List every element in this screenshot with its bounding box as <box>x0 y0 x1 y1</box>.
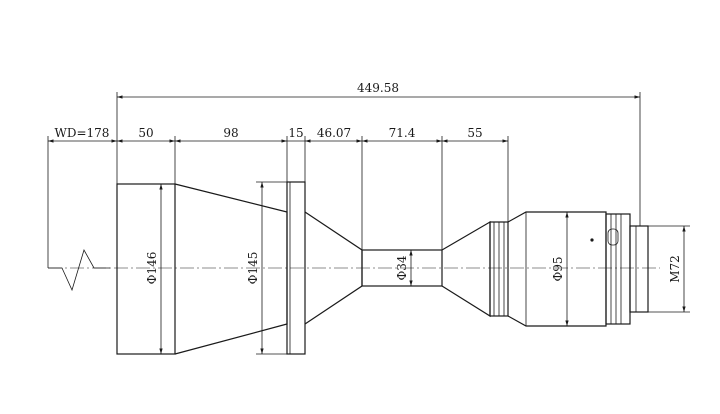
front-barrel <box>116 183 176 355</box>
front-taper <box>174 183 288 355</box>
break-symbol <box>48 248 110 292</box>
dim-wd-label: WD=178 <box>55 126 110 140</box>
dim-neck-dia-label: Φ34 <box>395 255 409 280</box>
index-mark <box>590 238 594 242</box>
dimension-lines <box>48 95 686 355</box>
dim-flange-dia-label: Φ145 <box>246 252 260 285</box>
lock-screw <box>607 228 619 246</box>
dim-seg6-label: 55 <box>467 126 482 140</box>
rear-expand-cone <box>441 220 491 318</box>
dim-seg2-label: 98 <box>223 126 238 140</box>
lens-body <box>116 181 649 355</box>
dim-seg4-label: 46.07 <box>317 126 351 140</box>
dim-front-dia-label: Φ146 <box>145 252 159 285</box>
dimension-labels: 449.58 WD=178 50 98 15 46.07 71.4 55 Φ14… <box>55 81 682 284</box>
dim-seg1-label: 50 <box>138 126 153 140</box>
extension-lines <box>47 92 690 313</box>
focus-ring <box>605 213 631 325</box>
mount-thread <box>629 225 649 313</box>
dim-rear-dia-label: Φ95 <box>551 256 565 281</box>
neck <box>361 249 443 287</box>
dim-seg3-label: 15 <box>288 126 303 140</box>
dim-seg5-label: 71.4 <box>389 126 416 140</box>
dim-total-label: 449.58 <box>357 81 399 95</box>
dim-thread-label: M72 <box>668 255 682 283</box>
flange <box>286 181 306 355</box>
